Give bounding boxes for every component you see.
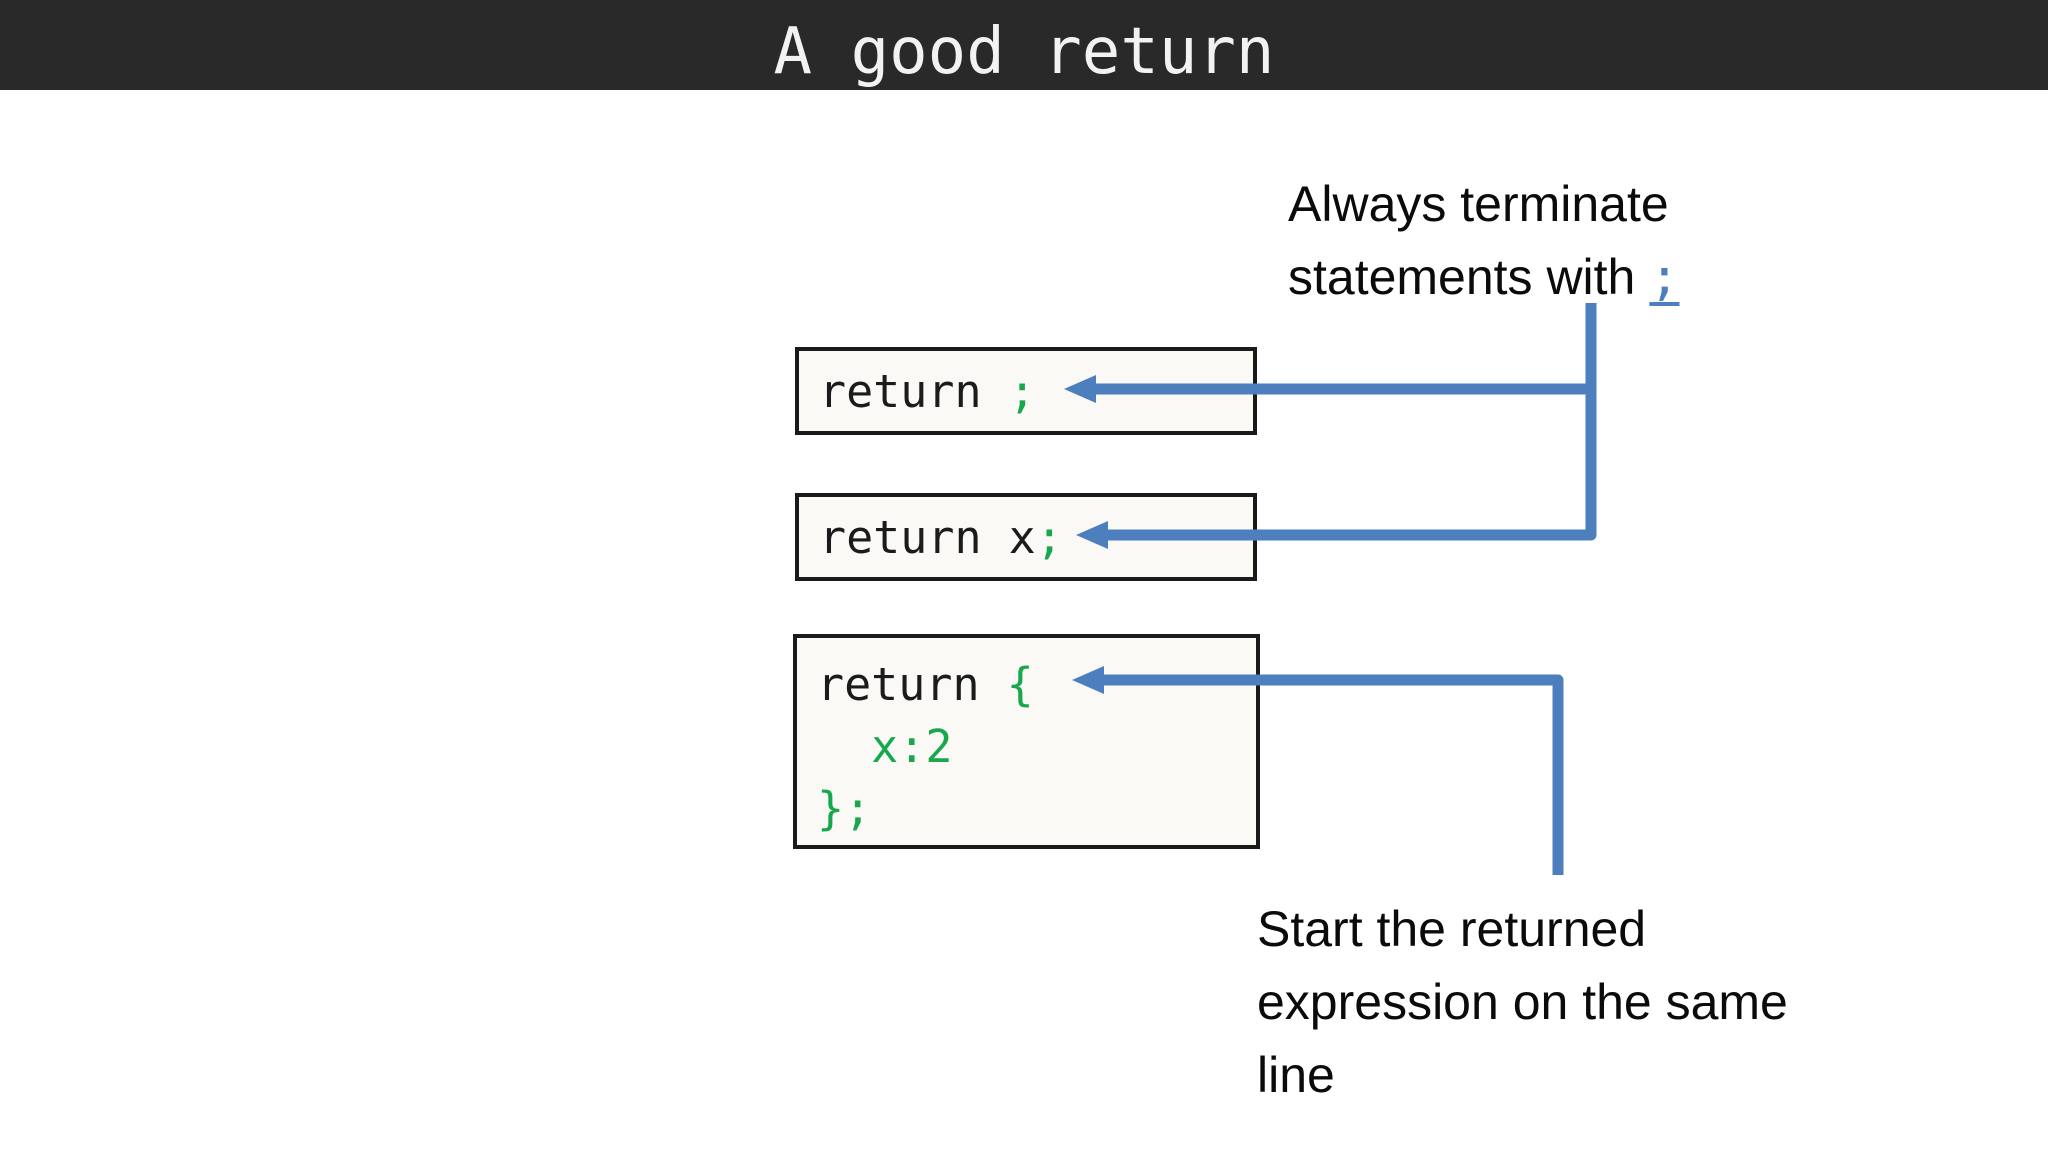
code-keyword: return x bbox=[819, 510, 1036, 564]
semicolon-highlight: ; bbox=[1649, 248, 1680, 306]
code-keyword: return bbox=[819, 364, 1009, 418]
code-semicolon: ; bbox=[1035, 510, 1063, 564]
annotation-line: Always terminate bbox=[1288, 176, 1669, 232]
code-open-brace: { bbox=[1006, 658, 1034, 711]
code-box-return-x: return x; bbox=[795, 493, 1257, 581]
code-semicolon: ; bbox=[1008, 364, 1036, 418]
annotation-same-line: Start the returned expression on the sam… bbox=[1257, 893, 1788, 1112]
code-box-return-object: return { x:2 }; bbox=[793, 634, 1260, 849]
code-line: return ; bbox=[819, 365, 1036, 418]
code-line: return { bbox=[817, 654, 1256, 716]
code-keyword: return bbox=[817, 658, 1007, 711]
code-line: return x; bbox=[819, 511, 1063, 564]
annotation-terminate: Always terminate statements with; bbox=[1288, 168, 1679, 314]
annotation-text: statements with bbox=[1288, 249, 1636, 305]
slide-title: A good return bbox=[773, 15, 1275, 89]
code-box-return: return ; bbox=[795, 347, 1257, 435]
title-bar: A good return bbox=[0, 0, 2048, 90]
code-line: }; bbox=[817, 782, 872, 835]
annotation-line: line bbox=[1257, 1047, 1335, 1103]
annotation-line: statements with; bbox=[1288, 241, 1679, 314]
annotation-line: expression on the same bbox=[1257, 974, 1788, 1030]
code-line: x:2 bbox=[817, 720, 953, 773]
annotation-line: Start the returned bbox=[1257, 901, 1647, 957]
